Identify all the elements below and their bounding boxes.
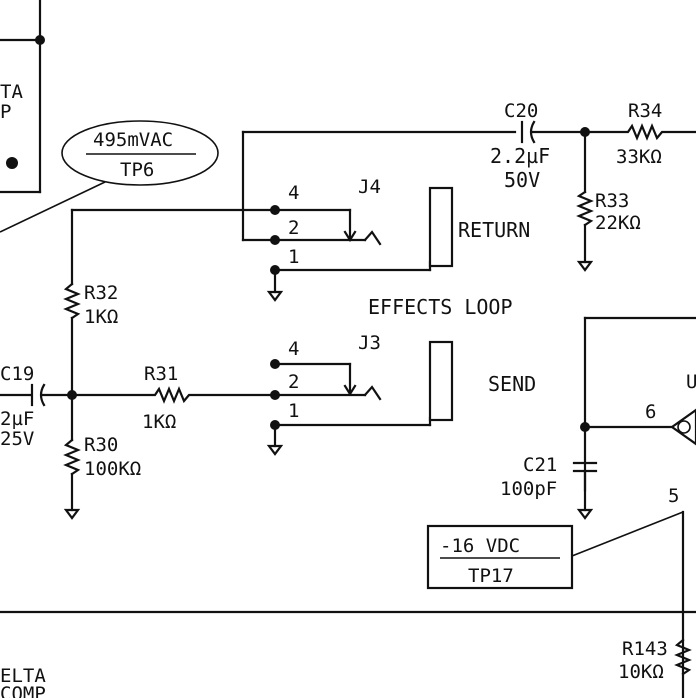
j3-pin2: 2	[288, 371, 299, 393]
c20-volt: 50V	[504, 168, 540, 192]
return-label: RETURN	[458, 218, 530, 242]
pin6-label: 6	[645, 401, 656, 423]
r33-value: 22KΩ	[595, 212, 641, 234]
r30-value: 100KΩ	[84, 458, 141, 480]
j4-jack	[70, 186, 454, 302]
c21-name: C21	[523, 454, 557, 476]
r31-name: R31	[144, 363, 178, 385]
c19-value: 2µF	[0, 408, 34, 430]
j4-pin2: 2	[288, 217, 299, 239]
j3-name: J3	[358, 332, 381, 354]
j3-pin1: 1	[288, 400, 299, 422]
tp17-value: -16 VDC	[440, 535, 520, 557]
j3-pin4: 4	[288, 338, 299, 360]
c20-name: C20	[504, 100, 538, 122]
r30-name: R30	[84, 434, 118, 456]
return-wiring	[241, 120, 696, 272]
tp17-name: TP17	[468, 565, 514, 587]
r33-name: R33	[595, 190, 629, 212]
r32-value: 1KΩ	[84, 306, 118, 328]
frag-ta: TA	[0, 81, 23, 103]
send-label: SEND	[488, 372, 536, 396]
c19-volt: 25V	[0, 428, 34, 450]
c21-value: 100pF	[500, 478, 557, 500]
effects-loop-label: EFFECTS LOOP	[368, 295, 513, 319]
j4-pin4: 4	[288, 182, 299, 204]
tp6-testpoint: 495mVAC TP6	[0, 120, 219, 233]
frag-p: P	[0, 101, 11, 123]
tp17-testpoint	[426, 524, 574, 590]
r143-name: R143	[622, 638, 668, 660]
r34-name: R34	[628, 100, 662, 122]
frag-elta: ELTA	[0, 665, 46, 687]
j4-name: J4	[358, 176, 381, 198]
j4-pin1: 1	[288, 246, 299, 268]
c19-name: C19	[0, 363, 34, 385]
r32-name: R32	[84, 282, 118, 304]
c20-value: 2.2µF	[490, 144, 550, 168]
tp6-value: 495mVAC	[93, 129, 173, 151]
j3-jack	[266, 340, 454, 456]
top-left-block: TA P	[0, 0, 45, 194]
left-network	[0, 208, 277, 520]
frag-comp: COMP	[0, 683, 46, 698]
r143-value: 10KΩ	[618, 661, 664, 683]
frag-u: U	[686, 371, 696, 393]
r34-value: 33KΩ	[616, 146, 662, 168]
opamp-area	[571, 316, 696, 698]
r31-value: 1KΩ	[142, 411, 176, 433]
pin5-label: 5	[668, 485, 679, 507]
tp6-name: TP6	[120, 159, 154, 181]
